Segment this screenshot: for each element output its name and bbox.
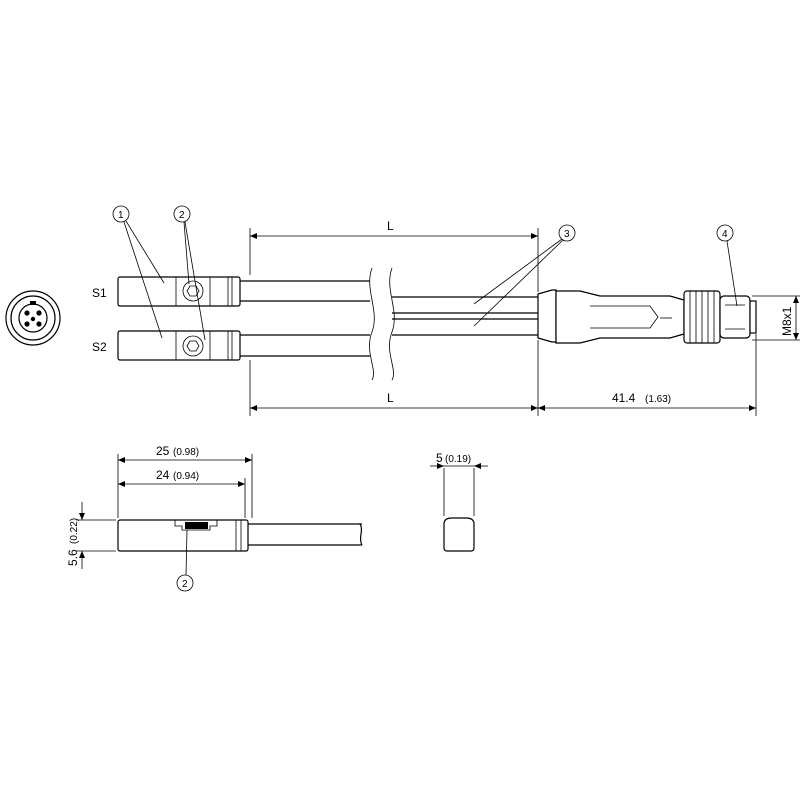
callout-4 <box>716 224 738 307</box>
dimension-width-24-inch: (0.94) <box>173 471 199 482</box>
sensor-s2-label: S2 <box>92 340 107 354</box>
callout-2-side <box>176 529 194 592</box>
dimension-width-25 <box>117 454 253 518</box>
callout-3-label: 3 <box>564 229 570 240</box>
sensor-s1-label: S1 <box>92 286 107 300</box>
callout-1 <box>112 205 165 339</box>
dimension-width-25-inch: (0.98) <box>173 447 199 458</box>
dimension-thread <box>752 295 800 341</box>
sensor-side-view <box>117 519 363 552</box>
callout-3 <box>473 224 576 327</box>
dimension-width-24 <box>118 478 246 518</box>
callout-1-label: 1 <box>118 210 124 221</box>
dimension-height-inch: (0.22) <box>69 518 80 544</box>
dimension-end-width-inch: (0.19) <box>445 454 471 465</box>
dimension-thread-label: M8x1 <box>780 306 794 336</box>
dimension-l-top <box>249 228 539 292</box>
splitter-body <box>537 289 685 344</box>
dimension-l-bottom <box>249 334 757 416</box>
dimension-height-value: 5.6 <box>66 549 80 566</box>
dimension-height <box>76 502 116 569</box>
callout-2 <box>173 205 206 341</box>
sensor-s1 <box>117 276 241 307</box>
dimension-connector-length-inch: (1.63) <box>645 394 671 405</box>
callout-2-side-label: 2 <box>182 579 188 590</box>
dimension-width-25-value: 25 <box>156 444 170 458</box>
m8-connector <box>683 290 757 344</box>
cable-s2-right <box>392 318 538 336</box>
cable-s1-left <box>240 280 370 302</box>
callout-2-label: 2 <box>179 210 185 221</box>
sensor-s2 <box>117 330 241 361</box>
dimension-l-bottom-label: L <box>387 391 394 405</box>
cable-s1-right <box>392 296 538 314</box>
sensor-end-view <box>430 463 488 552</box>
dimension-width-24-value: 24 <box>156 468 170 482</box>
cable-break-marks <box>369 267 395 381</box>
dimension-connector-length: 41.4 <box>612 391 636 405</box>
dimension-end-width-value: 5 <box>436 451 443 465</box>
cable-s2-left <box>240 334 370 357</box>
connector-face-view <box>5 290 61 346</box>
dimension-l-top-label: L <box>387 219 394 233</box>
callout-4-label: 4 <box>722 229 728 240</box>
